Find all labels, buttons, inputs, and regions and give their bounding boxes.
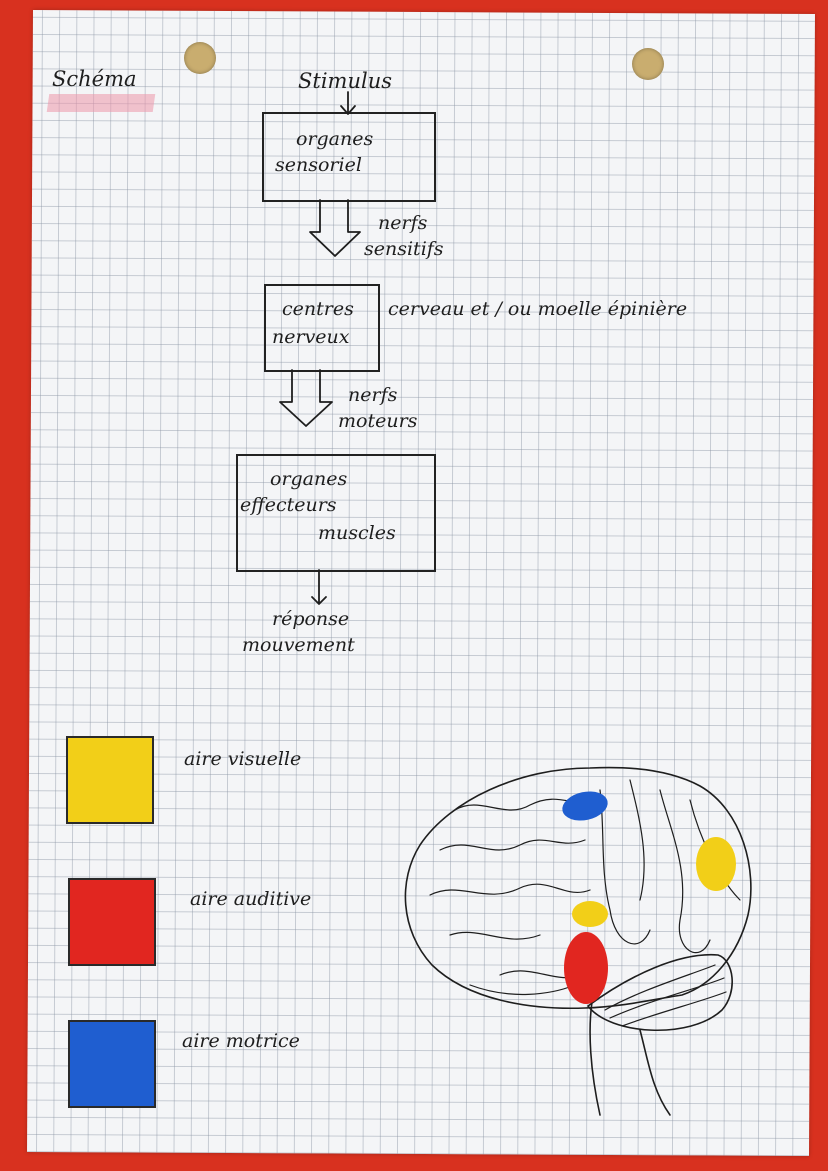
- response-line1: réponse: [272, 608, 350, 630]
- cerebellum-folds: [604, 964, 727, 1027]
- legend-label-motor: aire motrice: [182, 1030, 300, 1052]
- box3-line1: organes: [270, 468, 348, 490]
- brainstem-left: [589, 1001, 601, 1116]
- legend-swatch-visual: [66, 736, 154, 824]
- arrow2-line1: nerfs: [348, 384, 398, 406]
- legend-label-auditory: aire auditive: [190, 888, 312, 910]
- visual-area-spot-2: [572, 901, 608, 927]
- response-arrow: [311, 569, 327, 605]
- box1-line1: organes: [296, 128, 374, 150]
- arrow1-line2: sensitifs: [364, 238, 444, 260]
- punch-hole-left: [184, 42, 216, 74]
- box3-line3: muscles: [318, 522, 396, 544]
- box-effector-organs: [236, 454, 436, 572]
- arrow1-line1: nerfs: [378, 212, 428, 234]
- cerebellum: [587, 953, 733, 1032]
- brain-drawing: [404, 766, 752, 1116]
- brain-outline: [404, 766, 752, 1010]
- motor-area-spot: [562, 791, 608, 821]
- box-nerve-centers: [264, 284, 380, 372]
- temporal-fold: [469, 984, 576, 996]
- legend-label-visual: aire visuelle: [184, 748, 302, 770]
- legend-swatch-motor: [68, 1020, 156, 1108]
- hollow-arrow-motor: [279, 369, 333, 427]
- box1-line2: sensoriel: [275, 154, 362, 176]
- stimulus-label: Stimulus: [298, 69, 392, 93]
- hollow-arrow-sensory: [309, 199, 361, 257]
- brain-folds-left: [429, 798, 601, 979]
- brainstem-right: [639, 1029, 671, 1116]
- legend-swatch-auditory: [68, 878, 156, 966]
- brain-folds-right: [599, 779, 741, 953]
- box2-note: cerveau et / ou moelle épinière: [388, 298, 688, 320]
- box3-line2: effecteurs: [240, 494, 337, 516]
- box2-line1: centres: [282, 298, 354, 320]
- visual-area-spot-1: [696, 837, 736, 891]
- auditory-area-spot: [564, 932, 608, 1004]
- arrow2-line2: moteurs: [338, 410, 418, 432]
- punch-hole-right: [632, 48, 664, 80]
- response-line2: mouvement: [242, 634, 355, 656]
- box2-line2: nerveux: [272, 326, 350, 348]
- page-heading: Schéma: [52, 67, 137, 91]
- stimulus-arrow: [340, 91, 356, 115]
